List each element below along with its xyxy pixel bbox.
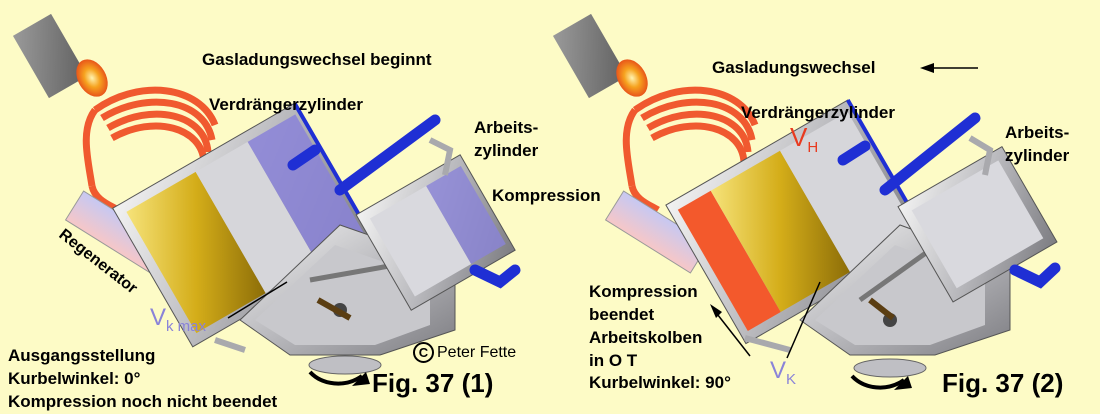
copyright-icon: C xyxy=(413,342,434,363)
panel1-compression-label: Kompression xyxy=(492,186,601,205)
panel2-status-arrow xyxy=(713,309,751,357)
panel1-cold-pipes xyxy=(287,114,521,289)
panel2-displacer-label: Verdrängerzylinder xyxy=(741,103,896,122)
panel1-status-line-3: Kompression noch nicht beendet xyxy=(8,392,278,411)
panel2-status-line-4: in O T xyxy=(589,351,638,370)
panel2-burner xyxy=(552,13,648,99)
panel2-figure-caption: Fig. 37 (2) xyxy=(942,368,1064,398)
panel1-work-cylinder-label-1: Arbeits- xyxy=(474,118,539,137)
panel1-burner xyxy=(12,13,108,99)
panel1-vk-label: Vk max xyxy=(150,304,207,335)
panel1-title: Gasladungswechsel beginnt xyxy=(202,50,432,69)
panel2-vk-label: VK xyxy=(770,357,797,388)
panel1-grey-pipes xyxy=(214,137,454,353)
panel2-status-line-1: Kompression xyxy=(589,282,698,301)
panel1-work-cylinder-label-2: zylinder xyxy=(474,141,539,160)
panel2-rotation-arrow xyxy=(850,374,906,390)
panel2-displacer-cylinder xyxy=(665,99,930,345)
panel2-cold-pipes xyxy=(837,112,1061,289)
panel2-work-cylinder-label-2: zylinder xyxy=(1005,146,1070,165)
panel2-status-line-3: Arbeitskolben xyxy=(589,328,703,347)
panel1-status-line-2: Kurbelwinkel: 0° xyxy=(8,369,141,388)
panel2-status-line-5: Kurbelwinkel: 90° xyxy=(589,373,731,392)
panel2-status-line-2: beendet xyxy=(589,305,655,324)
panel2-title: Gasladungswechsel xyxy=(712,58,876,77)
panel1-machine xyxy=(12,13,521,386)
panel2-heater-coil xyxy=(622,86,759,214)
panel1-displacer-cylinder xyxy=(112,102,377,348)
panel1-status-line-1: Ausgangsstellung xyxy=(8,346,156,365)
panel2-vk-pointer xyxy=(786,281,821,359)
panel1-displacer-label: Verdrängerzylinder xyxy=(209,95,364,114)
panel2-machine xyxy=(552,13,1061,390)
panel1-vk-pointer xyxy=(227,281,288,319)
panel2-work-cylinder xyxy=(897,146,1058,303)
panel1-figure-caption: Fig. 37 (1) xyxy=(372,368,494,398)
panel2-vh-label: VH xyxy=(790,122,819,157)
panel2-grey-pipes xyxy=(744,135,994,353)
panel1-rotation-arrow xyxy=(308,370,364,386)
panel2-work-cylinder-label-1: Arbeits- xyxy=(1005,123,1070,142)
